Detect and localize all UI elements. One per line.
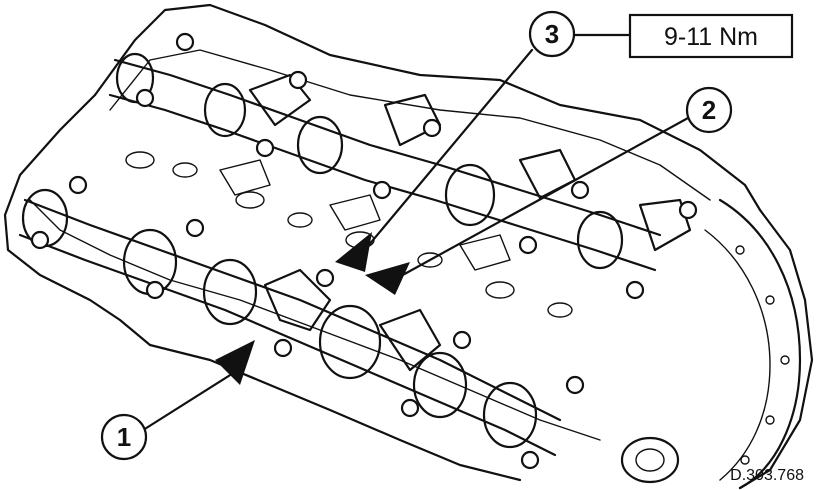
arrow-2-icon: [365, 262, 410, 295]
leader-line-2: [388, 116, 690, 284]
callout-1-label: 1: [117, 422, 131, 452]
arrow-1-icon: [215, 340, 255, 385]
upper-camshaft: [108, 52, 692, 272]
upper-bearing-caps: [135, 32, 698, 300]
leader-lines: [138, 33, 690, 434]
callout-3-label: 3: [545, 19, 559, 49]
leader-line-3: [356, 48, 534, 260]
torque-spec-label: 9-11 Nm: [664, 23, 758, 51]
pointer-arrows: [215, 232, 410, 385]
leader-line-1: [138, 370, 237, 434]
lower-camshaft: [18, 188, 562, 457]
timing-housing: [620, 198, 802, 490]
head-casting-features: [125, 151, 573, 318]
callout-1: 1: [100, 413, 148, 461]
cylinder-head-outline: [3, 3, 814, 490]
drawing-reference: D.303.768: [730, 467, 804, 484]
torque-spec-box: 9-11 Nm: [628, 13, 794, 59]
callout-3: 3: [528, 10, 576, 58]
arrow-3-icon: [335, 232, 372, 272]
callout-2-label: 2: [702, 95, 716, 125]
callout-2: 2: [685, 86, 733, 134]
lower-bearing-caps: [30, 175, 585, 470]
